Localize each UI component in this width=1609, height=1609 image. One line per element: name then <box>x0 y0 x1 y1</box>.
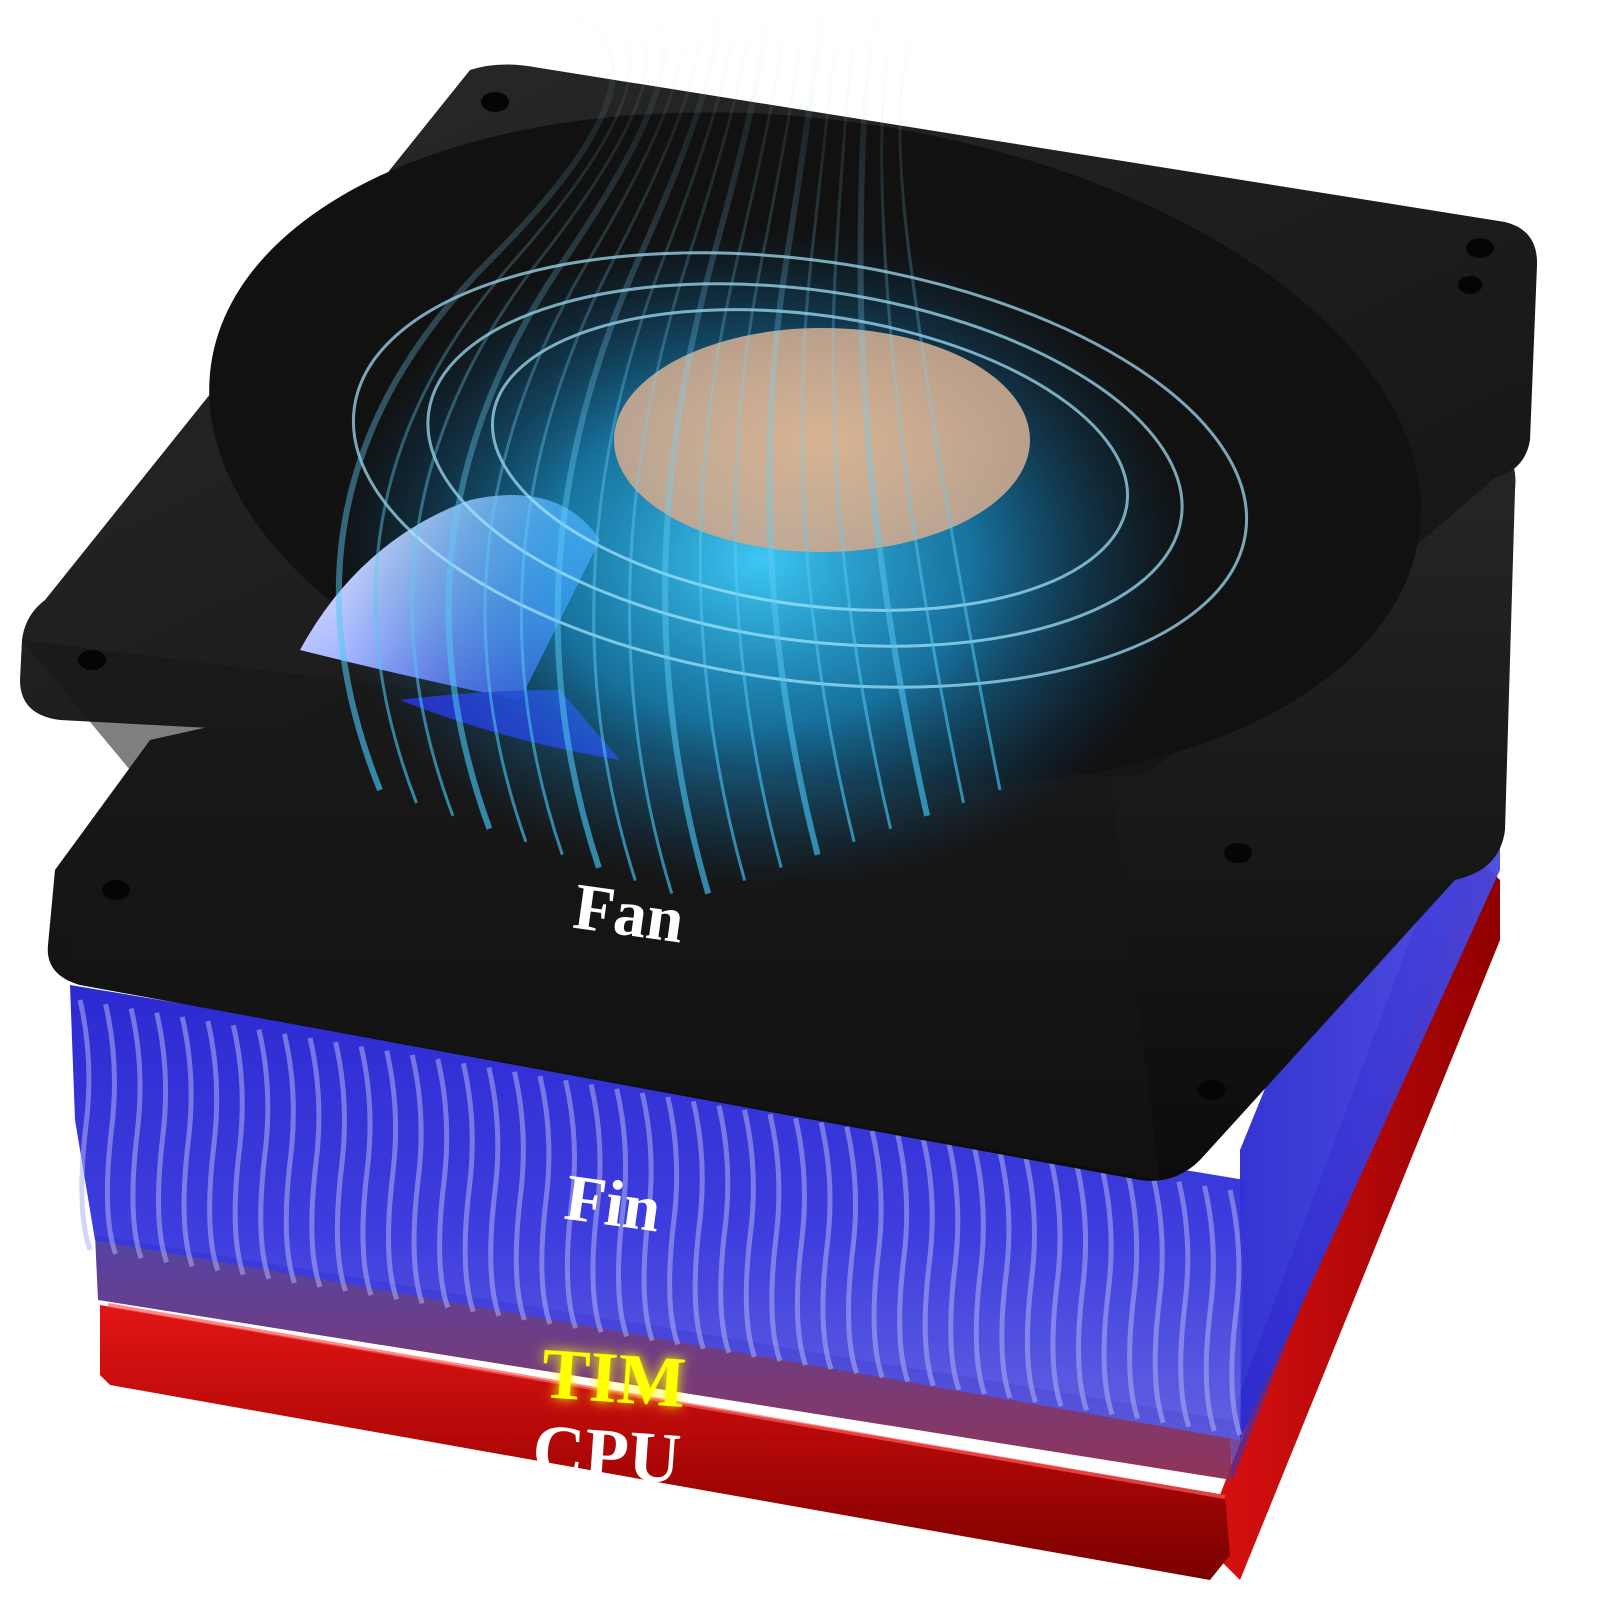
fin-ridge <box>384 1050 400 1301</box>
fin-ridge <box>563 1079 578 1329</box>
fin-ridge <box>844 1126 860 1375</box>
fin-ridge <box>103 1003 118 1255</box>
fin-ridge <box>895 1134 911 1383</box>
fin-ridge <box>1023 1155 1038 1403</box>
cpu-label: CPU <box>530 1409 683 1499</box>
airflow-glow <box>330 230 1190 890</box>
mounting-hole <box>1224 843 1252 863</box>
fin-ridge <box>1074 1164 1090 1412</box>
mounting-hole <box>102 880 130 900</box>
fin-ridge <box>1202 1185 1217 1432</box>
cpu-front-face <box>100 1305 1230 1580</box>
fin-ridge <box>690 1100 706 1350</box>
fin-ridge <box>1176 1180 1192 1428</box>
fin-ridge <box>639 1092 655 1342</box>
airflow-ring <box>351 251 1249 689</box>
fin-ridge <box>665 1096 681 1346</box>
airflow-stream <box>554 0 719 869</box>
fin-ridge <box>588 1083 604 1334</box>
mounting-hole <box>1198 1080 1226 1100</box>
airflow-stream <box>662 0 771 895</box>
fan-hub <box>614 328 1030 552</box>
airflow-stream <box>628 0 752 894</box>
mounting-hole <box>1458 276 1482 294</box>
fin-ridge <box>614 1088 630 1338</box>
fin-ridge <box>256 1028 272 1280</box>
fin-ridge <box>1099 1168 1115 1416</box>
airflow-stream <box>831 0 893 830</box>
fin-label: Fin <box>561 1161 666 1247</box>
fan <box>20 0 1538 1181</box>
fin-ridge <box>716 1104 732 1354</box>
fin-ridge <box>512 1071 527 1321</box>
airflow-stream <box>335 0 616 792</box>
fin-ridge <box>154 1012 170 1264</box>
mounting-hole <box>481 92 509 112</box>
airflow-stream <box>800 0 856 843</box>
fan-label: Fan <box>569 870 688 958</box>
fin-ridge <box>435 1058 451 1309</box>
airflow-stream <box>592 0 735 882</box>
airflow-stream <box>880 0 965 804</box>
mounting-hole <box>1466 238 1494 258</box>
fin-ridges <box>77 999 1243 1436</box>
airflow-stream <box>766 0 824 856</box>
fin-ridge <box>205 1020 221 1272</box>
fin-ridge <box>1227 1189 1243 1436</box>
mounting-hole <box>78 650 106 670</box>
airflow-stream <box>374 0 632 804</box>
airflow-streams <box>335 0 1002 895</box>
fin-ridge <box>818 1121 834 1371</box>
fin-ridge <box>230 1024 246 1276</box>
fin-ridge <box>920 1138 936 1387</box>
tim-label: TIM <box>539 1333 688 1423</box>
fin-ridge <box>179 1016 195 1268</box>
fin-ridge <box>358 1045 374 1297</box>
fin-ridge <box>869 1130 885 1379</box>
airflow-ring <box>490 308 1130 612</box>
airflow-stream <box>483 0 683 843</box>
cpu-side-face <box>1215 850 1500 1580</box>
fin-ridge <box>972 1147 987 1395</box>
airflow-stream <box>857 0 930 817</box>
airflow-stream <box>519 0 701 856</box>
fin-ridge <box>767 1113 783 1362</box>
fin-ridge <box>460 1062 476 1313</box>
fin-ridge <box>282 1033 297 1284</box>
airflow-stream <box>698 0 787 881</box>
cpu-edge-highlight <box>107 1303 1226 1499</box>
fin-ridge <box>793 1117 808 1366</box>
fin-ridge <box>128 1007 144 1260</box>
fin-ridge <box>409 1054 425 1305</box>
fin-ridge <box>486 1066 502 1317</box>
airflow-rings <box>351 251 1249 689</box>
airflow-stream <box>410 0 649 817</box>
airflow-stream <box>445 0 668 830</box>
fin-ridge <box>742 1109 757 1358</box>
airflow-stream <box>898 0 1002 791</box>
mounting-holes <box>78 92 1494 1100</box>
cpu-base <box>100 850 1500 1580</box>
fin-ridge <box>1150 1176 1166 1424</box>
fin-ridge <box>946 1142 962 1391</box>
fin-ridge <box>1125 1172 1141 1420</box>
fin-ridge <box>307 1037 323 1288</box>
fin-ridge <box>997 1151 1013 1399</box>
airflow-stream <box>733 0 805 869</box>
fin-ridge <box>333 1041 348 1292</box>
tim-front-face <box>95 1235 1232 1480</box>
fin-ridge <box>1048 1159 1064 1408</box>
fin-ridge <box>77 999 93 1251</box>
fin-ridge <box>537 1075 553 1325</box>
